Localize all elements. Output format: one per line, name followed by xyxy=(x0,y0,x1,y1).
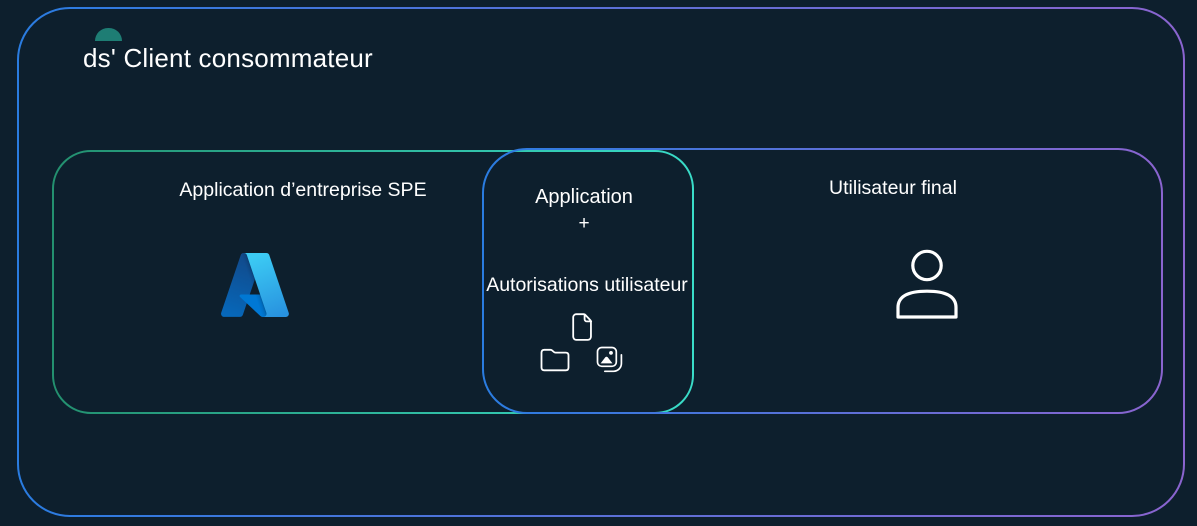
middle-region-label-permissions: Autorisations utilisateur xyxy=(486,274,688,296)
left-region-label: Application d’entreprise SPE xyxy=(179,179,427,201)
document-icon xyxy=(572,313,593,341)
plus-sign: + xyxy=(578,213,590,234)
right-region-box xyxy=(482,148,1163,414)
person-icon xyxy=(896,249,958,319)
image-icon xyxy=(596,346,623,373)
dome-icon xyxy=(95,28,122,41)
azure-logo-icon xyxy=(221,253,289,317)
outer-boundary-box xyxy=(17,7,1185,517)
folder-icon xyxy=(540,348,570,372)
right-region-label: Utilisateur final xyxy=(829,177,957,199)
left-region-box xyxy=(52,150,694,414)
middle-region-label-application: Application xyxy=(535,186,633,208)
diagram-title: ds' Client consommateur xyxy=(83,43,373,73)
